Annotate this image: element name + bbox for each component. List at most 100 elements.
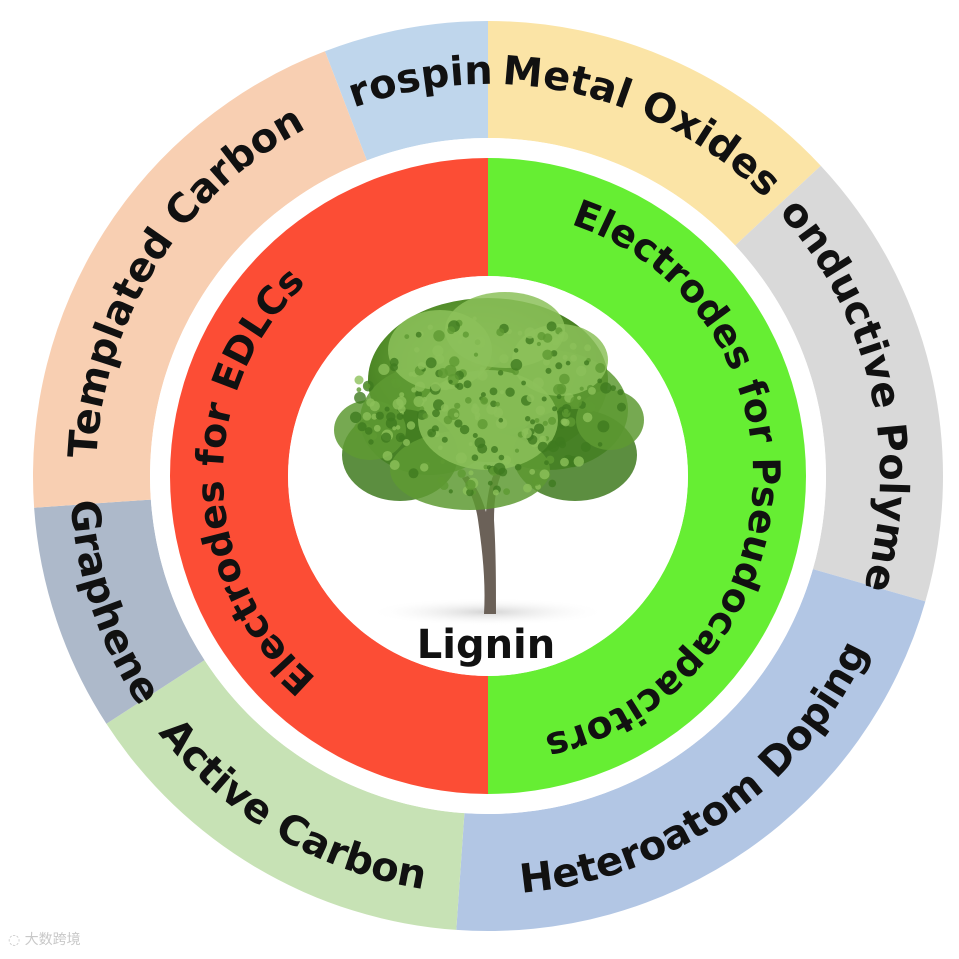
- leaf: [409, 372, 414, 377]
- leaf: [428, 325, 433, 330]
- leaf: [525, 416, 530, 421]
- leaf: [566, 361, 571, 366]
- leaf: [552, 406, 557, 411]
- leaf: [357, 387, 362, 392]
- leaf: [538, 442, 548, 452]
- leaf: [458, 339, 463, 344]
- leaf: [473, 433, 478, 438]
- leaf: [561, 418, 568, 425]
- watermark: ◌ 大数跨境: [8, 929, 81, 949]
- leaf: [423, 413, 429, 419]
- leaf: [474, 353, 478, 357]
- leaf: [438, 476, 446, 484]
- leaf: [542, 350, 552, 360]
- leaf: [416, 332, 422, 338]
- leaf: [441, 404, 449, 412]
- leaf: [454, 403, 460, 409]
- leaf: [472, 454, 479, 461]
- leaf: [449, 380, 453, 384]
- leaf: [610, 385, 616, 391]
- leaf: [514, 348, 519, 353]
- leaf: [442, 437, 448, 443]
- leaf: [546, 368, 552, 374]
- leaf: [564, 409, 569, 414]
- leaf: [495, 402, 500, 407]
- leaf: [558, 331, 568, 341]
- leaf: [358, 422, 367, 431]
- leaf: [581, 442, 591, 452]
- leaf: [583, 413, 593, 423]
- leaf: [390, 358, 399, 367]
- leaf: [559, 374, 570, 385]
- leaf: [469, 470, 474, 475]
- leaf: [433, 330, 444, 341]
- leaf: [549, 480, 557, 488]
- leaf: [542, 397, 547, 402]
- leaf: [459, 331, 463, 335]
- leaf: [595, 363, 605, 373]
- leaf: [414, 347, 420, 353]
- leaf: [529, 469, 535, 475]
- leaf: [580, 387, 584, 391]
- leaf: [374, 425, 381, 432]
- leaf: [432, 409, 440, 417]
- leaf: [465, 480, 475, 490]
- leaf: [490, 388, 498, 396]
- leaf: [524, 327, 535, 338]
- leaf: [385, 407, 390, 412]
- center-label: Lignin: [417, 622, 556, 668]
- leaf: [530, 419, 535, 424]
- leaf: [522, 428, 532, 438]
- leaf: [418, 362, 426, 370]
- leaf: [440, 460, 445, 465]
- leaf: [354, 392, 366, 404]
- leaf: [386, 412, 395, 421]
- leaf: [537, 342, 541, 346]
- leaf: [473, 317, 477, 321]
- leaf: [368, 439, 373, 444]
- leaf: [598, 442, 603, 447]
- leaf: [570, 343, 577, 350]
- leaf: [617, 389, 623, 395]
- leaf: [584, 360, 589, 365]
- leaf: [381, 433, 391, 443]
- leaf: [364, 383, 370, 389]
- leaf: [445, 365, 457, 377]
- leaf: [475, 437, 486, 448]
- leaf: [398, 405, 406, 413]
- leaf: [392, 378, 402, 388]
- leaf: [438, 445, 443, 450]
- leaf: [366, 398, 375, 407]
- leaf: [534, 424, 544, 434]
- leaf: [447, 326, 455, 334]
- leaf: [515, 464, 522, 471]
- leaf: [426, 357, 437, 368]
- leaf: [560, 458, 569, 467]
- leaf: [444, 416, 453, 425]
- leaf: [350, 412, 361, 423]
- leaf: [396, 425, 401, 430]
- leaf: [536, 406, 546, 416]
- leaf: [555, 437, 565, 447]
- leaf: [355, 376, 364, 385]
- leaf: [617, 403, 626, 412]
- leaf: [415, 381, 425, 391]
- leaf: [463, 332, 469, 338]
- leaf: [597, 379, 602, 384]
- leaf: [521, 381, 526, 386]
- leaf: [540, 469, 550, 479]
- leaf: [518, 331, 523, 336]
- leaf: [585, 402, 595, 412]
- leaf: [472, 403, 477, 408]
- leaf: [449, 489, 453, 493]
- leaf: [407, 421, 415, 429]
- watermark-text: 大数跨境: [25, 932, 81, 948]
- leaf: [376, 412, 384, 420]
- leaf: [474, 336, 486, 348]
- leaf: [557, 384, 567, 394]
- leaf: [427, 429, 436, 438]
- leaf: [493, 490, 499, 496]
- leaf: [458, 469, 466, 477]
- leaf: [588, 387, 596, 395]
